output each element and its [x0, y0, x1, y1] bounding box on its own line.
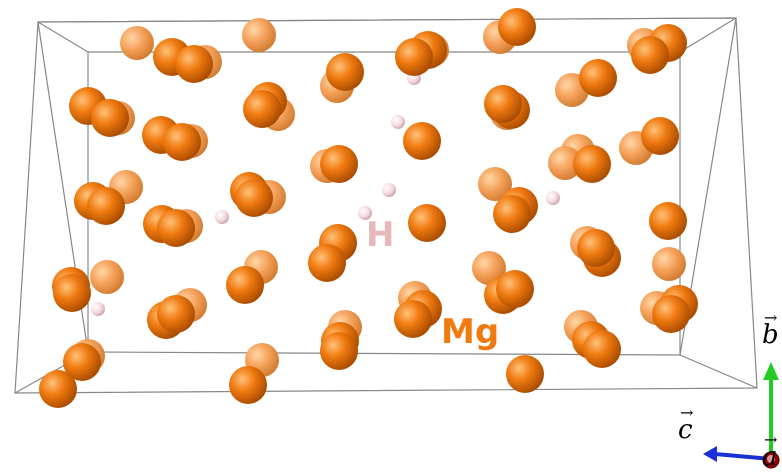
- axis-b-label: → b: [762, 308, 779, 350]
- unit-cell-box: [14, 17, 758, 394]
- magnesium-atom: [242, 18, 276, 52]
- cell-front-face: [14, 17, 758, 394]
- axis-origin: [767, 455, 775, 463]
- magnesium-atom: [498, 8, 536, 46]
- magnesium-atom: [478, 167, 512, 201]
- axis-b-arrowhead: [763, 362, 779, 380]
- magnesium-atom: [235, 179, 273, 217]
- magnesium-atom: [652, 247, 686, 281]
- magnesium-atom: [157, 295, 195, 333]
- magnesium-atom: [229, 366, 267, 404]
- magnesium-atom: [308, 244, 346, 282]
- magnesium-atom: [493, 195, 531, 233]
- magnesium-atom: [573, 145, 611, 183]
- vector-arrow-icon: →: [764, 308, 778, 327]
- magnesium-atom: [641, 117, 679, 155]
- magnesium-atom: [394, 300, 432, 338]
- magnesium-atom: [226, 266, 264, 304]
- magnesium-atom: [157, 209, 195, 247]
- magnesium-atom: [87, 187, 125, 225]
- axis-triad: [703, 362, 780, 469]
- magnesium-atom: [579, 59, 617, 97]
- magnesium-atom: [39, 370, 77, 408]
- magnesium-atom: [320, 145, 358, 183]
- hydrogen-atom: [215, 210, 229, 224]
- axis-a-label: → a: [762, 430, 778, 472]
- magnesium-atom: [91, 99, 129, 137]
- magnesium-atom: [175, 45, 213, 83]
- hydrogen-atom: [546, 191, 560, 205]
- cell-edge: [679, 354, 758, 389]
- axis-c-arrowhead: [703, 446, 717, 462]
- magnesium-atom: [652, 295, 690, 333]
- magnesium-atom: [395, 38, 433, 76]
- magnesium-atom: [472, 251, 506, 285]
- magnesium-atom: [53, 274, 91, 312]
- vector-arrow-icon: →: [764, 430, 778, 449]
- axis-c-arrow: [714, 452, 772, 461]
- magnesium-atom: [408, 204, 446, 242]
- magnesium-label: Mg: [441, 312, 500, 352]
- magnesium-atoms-front: [39, 8, 698, 408]
- axis-b-letter: b: [762, 320, 779, 350]
- magnesium-atom: [90, 260, 124, 294]
- magnesium-atom: [649, 202, 687, 240]
- cell-edge: [37, 21, 89, 53]
- hydrogen-label: H: [366, 215, 395, 255]
- magnesium-atom: [583, 330, 621, 368]
- magnesium-atom: [484, 85, 522, 123]
- axis-c-letter: c: [678, 415, 693, 445]
- axis-c-label: → c: [678, 403, 693, 445]
- cell-edge: [679, 17, 737, 53]
- hydrogen-atom: [358, 206, 372, 220]
- magnesium-atom: [63, 343, 101, 381]
- magnesium-atom: [403, 122, 441, 160]
- magnesium-atom: [506, 355, 544, 393]
- magnesium-atom: [243, 90, 281, 128]
- magnesium-atom: [631, 36, 669, 74]
- magnesium-atom: [120, 26, 154, 60]
- axis-a-letter: a: [762, 442, 778, 472]
- hydrogen-atom: [91, 302, 105, 316]
- magnesium-atom: [548, 146, 582, 180]
- magnesium-atom: [577, 229, 615, 267]
- magnesium-atom: [320, 332, 358, 370]
- hydrogen-atom: [382, 183, 396, 197]
- hydrogen-atom: [391, 115, 405, 129]
- magnesium-atom: [496, 270, 534, 308]
- magnesium-atom: [163, 123, 201, 161]
- vector-arrow-icon: →: [680, 403, 694, 422]
- magnesium-atom: [326, 53, 364, 91]
